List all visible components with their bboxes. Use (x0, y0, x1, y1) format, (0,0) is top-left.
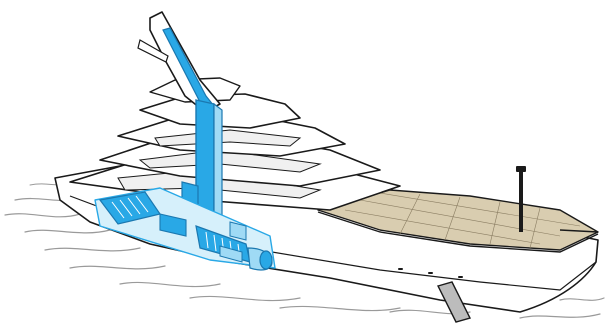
shaft-end (260, 251, 272, 269)
